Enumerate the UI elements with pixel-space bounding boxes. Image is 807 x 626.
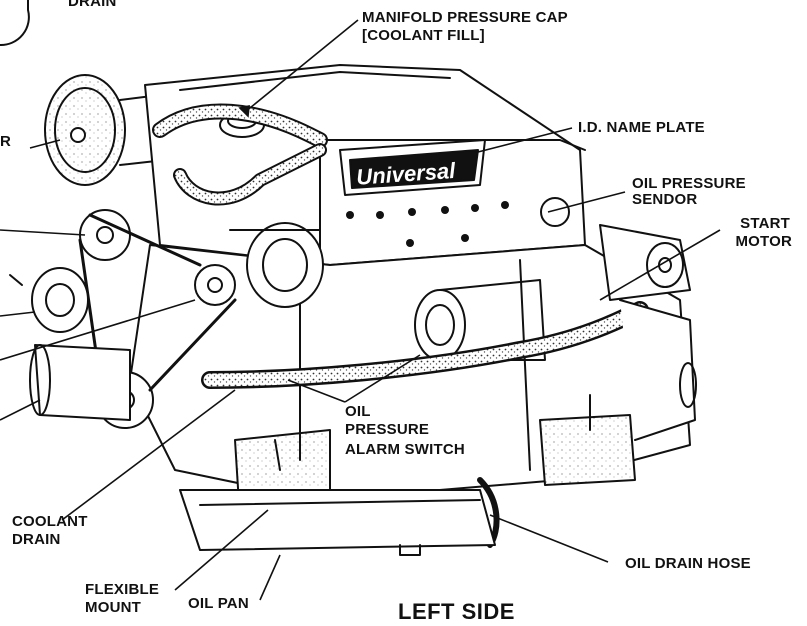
coolant-drain-label-line2: DRAIN: [12, 531, 61, 548]
crank-pulley: [79, 209, 131, 261]
flywheel-housing: [619, 299, 697, 441]
start-motor-label-line2: MOTOR: [735, 233, 792, 250]
start-motor-body: [599, 224, 691, 301]
oil-alarm-label-line2: PRESSURE: [345, 421, 430, 438]
id-name-plate-label: I.D. NAME PLATE: [578, 119, 705, 136]
flexible-mount-right: [539, 394, 636, 486]
cut-off-label: R: [0, 133, 12, 150]
manifold-cap-label-line2: [COOLANT FILL]: [362, 27, 485, 44]
drain-top-label: DRAIN: [68, 0, 117, 10]
oil-pressure-sendor-label-line1: OIL PRESSURE: [632, 175, 746, 192]
oil-pressure-sendor-label-line2: SENDOR: [632, 191, 698, 208]
heat-exchanger: [29, 344, 131, 421]
oil-drain-hose-label: OIL DRAIN HOSE: [625, 555, 751, 572]
manifold-cap-label-line1: MANIFOLD PRESSURE CAP: [362, 9, 568, 26]
drain-circle-fragment: [0, 0, 30, 47]
oil-pan-label: OIL PAN: [188, 595, 249, 612]
name-plate: [339, 139, 486, 196]
air-silencer: [44, 74, 166, 186]
flexible-mount-label-line2: MOUNT: [85, 599, 141, 616]
water-pump: [9, 267, 89, 333]
oil-pressure-sendor: [540, 197, 570, 227]
alternator-pulley: [194, 264, 236, 306]
start-motor-label-line1: START: [740, 215, 790, 232]
figure-title: LEFT SIDE: [398, 599, 515, 624]
oil-pan: [179, 489, 496, 556]
coolant-drain-label-line1: COOLANT: [12, 513, 88, 530]
oil-alarm-label-line3: ALARM SWITCH: [345, 441, 465, 458]
flexible-mount-label-line1: FLEXIBLE: [85, 581, 160, 598]
oil-alarm-label-line1: OIL: [345, 403, 371, 420]
alternator: [229, 222, 324, 308]
